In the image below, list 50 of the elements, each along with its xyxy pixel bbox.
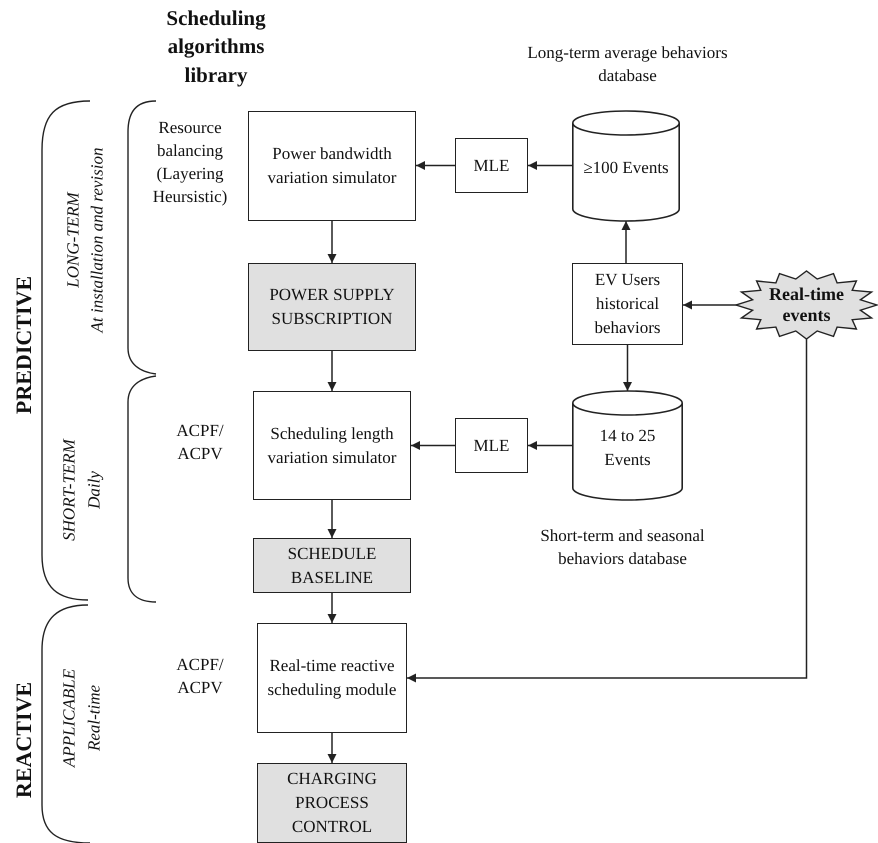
arrow [411, 441, 455, 450]
horizon-note: Real-time [84, 684, 105, 752]
process-box [257, 623, 407, 733]
output-box [248, 263, 416, 351]
process-box [455, 418, 528, 473]
arrow [328, 221, 336, 263]
node-text: EV Users historical behaviors [593, 269, 662, 339]
node-text: ≥100 Events [582, 157, 670, 180]
arrow [683, 300, 739, 310]
arrow [623, 345, 632, 391]
event-label: Real-time events [768, 284, 845, 326]
node-text: Scheduling length variation simulator [266, 422, 398, 468]
node-text: MLE [472, 154, 510, 177]
arrow [528, 161, 572, 170]
database-cylinder [572, 391, 683, 500]
node-text: SCHEDULE BASELINE [286, 542, 378, 588]
output-box [257, 763, 407, 843]
process-box [253, 391, 411, 500]
process-box [455, 138, 528, 193]
arrow [622, 221, 630, 263]
database-caption: Long-term average behaviors database [526, 42, 729, 87]
horizon-note: At installation and revision [86, 148, 108, 332]
database-cylinder [572, 111, 680, 221]
database-caption: Short-term and seasonal behaviors database [539, 525, 706, 570]
horizon-label: SHORT-TERM [58, 439, 80, 541]
horizon-note: Daily [84, 471, 105, 509]
phase-label: PREDICTIVE [10, 276, 38, 414]
node-text: CHARGING PROCESS CONTROL [286, 768, 378, 838]
process-box [248, 111, 416, 221]
horizon-label: LONG-TERM [62, 192, 84, 288]
phase-label: REACTIVE [10, 682, 38, 798]
arrow [328, 351, 336, 391]
arrow [328, 593, 336, 623]
column-heading: Scheduling algorithms library [165, 5, 267, 89]
process-box [572, 263, 683, 345]
algorithm-label: Resource balancing (Layering Heursistic) [152, 117, 228, 208]
node-text: MLE [472, 434, 510, 457]
event-starburst [735, 270, 878, 340]
algorithm-label: ACPF/ ACPV [175, 654, 225, 699]
output-box [253, 538, 411, 593]
arrow [328, 500, 336, 538]
node-text: Real-time reactive scheduling module [266, 655, 398, 701]
arrow [416, 161, 455, 170]
algorithm-label: ACPF/ ACPV [175, 420, 225, 465]
node-text: POWER SUPPLY SUBSCRIPTION [268, 284, 396, 330]
node-text: Power bandwidth variation simulator [266, 143, 398, 189]
horizon-label: APPLICABLE [58, 668, 80, 768]
arrow [528, 441, 572, 450]
arrow [328, 733, 336, 763]
node-text: 14 to 25 Events [598, 424, 656, 470]
